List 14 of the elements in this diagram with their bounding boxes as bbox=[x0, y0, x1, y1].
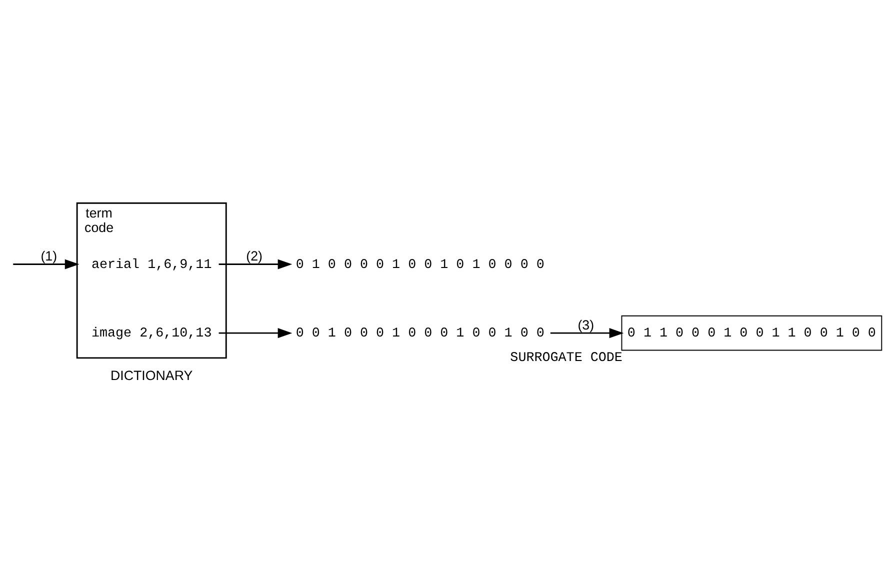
arrow bbox=[218, 259, 292, 270]
node-box: 0 1 1 0 0 0 1 0 0 1 1 0 0 1 0 0 bbox=[621, 315, 882, 351]
edge-label: (3) bbox=[578, 317, 594, 332]
arrow bbox=[218, 328, 292, 338]
edge-label: (2) bbox=[246, 248, 262, 264]
node-text: 0 1 0 0 0 0 1 0 0 1 0 1 0 0 0 0 bbox=[296, 258, 544, 273]
node-text: image 2,6,10,13 bbox=[91, 326, 212, 342]
node-text: aerial 1,6,9,11 bbox=[91, 258, 212, 273]
edge-label: (1) bbox=[40, 248, 58, 264]
node-label: SURROGATE CODE bbox=[510, 350, 622, 366]
arrow bbox=[13, 259, 80, 270]
node-label: DICTIONARY bbox=[110, 368, 193, 384]
node-text: 0 0 1 0 0 0 1 0 0 0 1 0 0 1 0 0 bbox=[296, 326, 544, 342]
arrow bbox=[550, 328, 624, 338]
